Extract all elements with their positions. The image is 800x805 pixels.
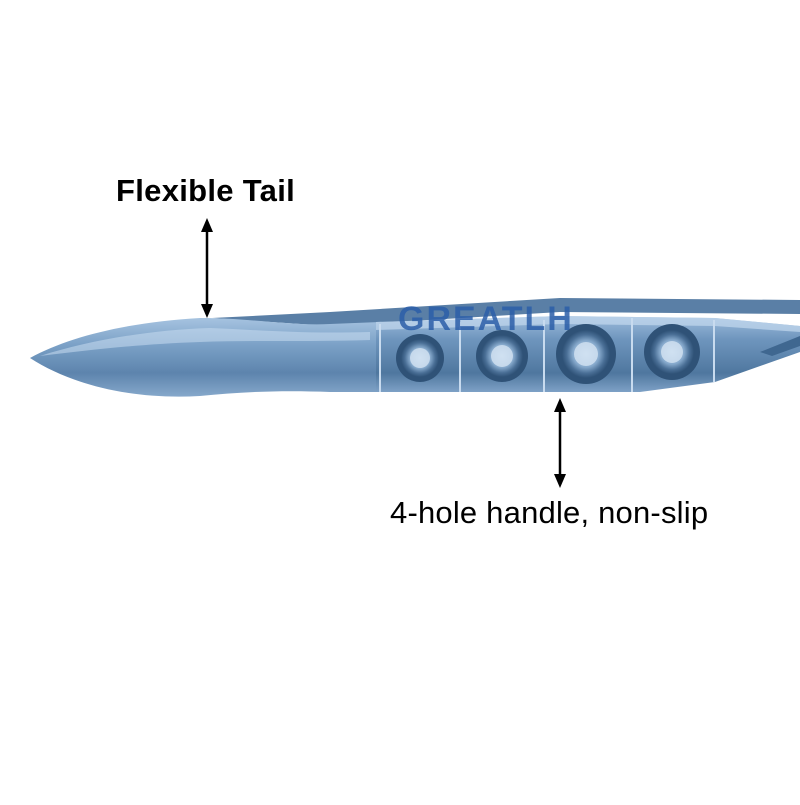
blade-highlight: [40, 328, 370, 356]
handle-hole: [476, 330, 528, 382]
handle-hole: [396, 334, 444, 382]
handle-label: 4-hole handle, non-slip: [390, 495, 709, 530]
handle-hole: [556, 324, 616, 384]
handle-pointer-arrow: [554, 398, 566, 488]
handle-hole: [644, 324, 700, 380]
handle-bevel: [376, 316, 800, 332]
flexible-tail-label: Flexible Tail: [116, 173, 296, 208]
tweezer-end-hook: [760, 336, 800, 356]
tweezer-back-arm: [212, 298, 800, 326]
brand-watermark: GREATLH: [398, 300, 574, 338]
tail-pointer-arrow: [201, 218, 213, 318]
